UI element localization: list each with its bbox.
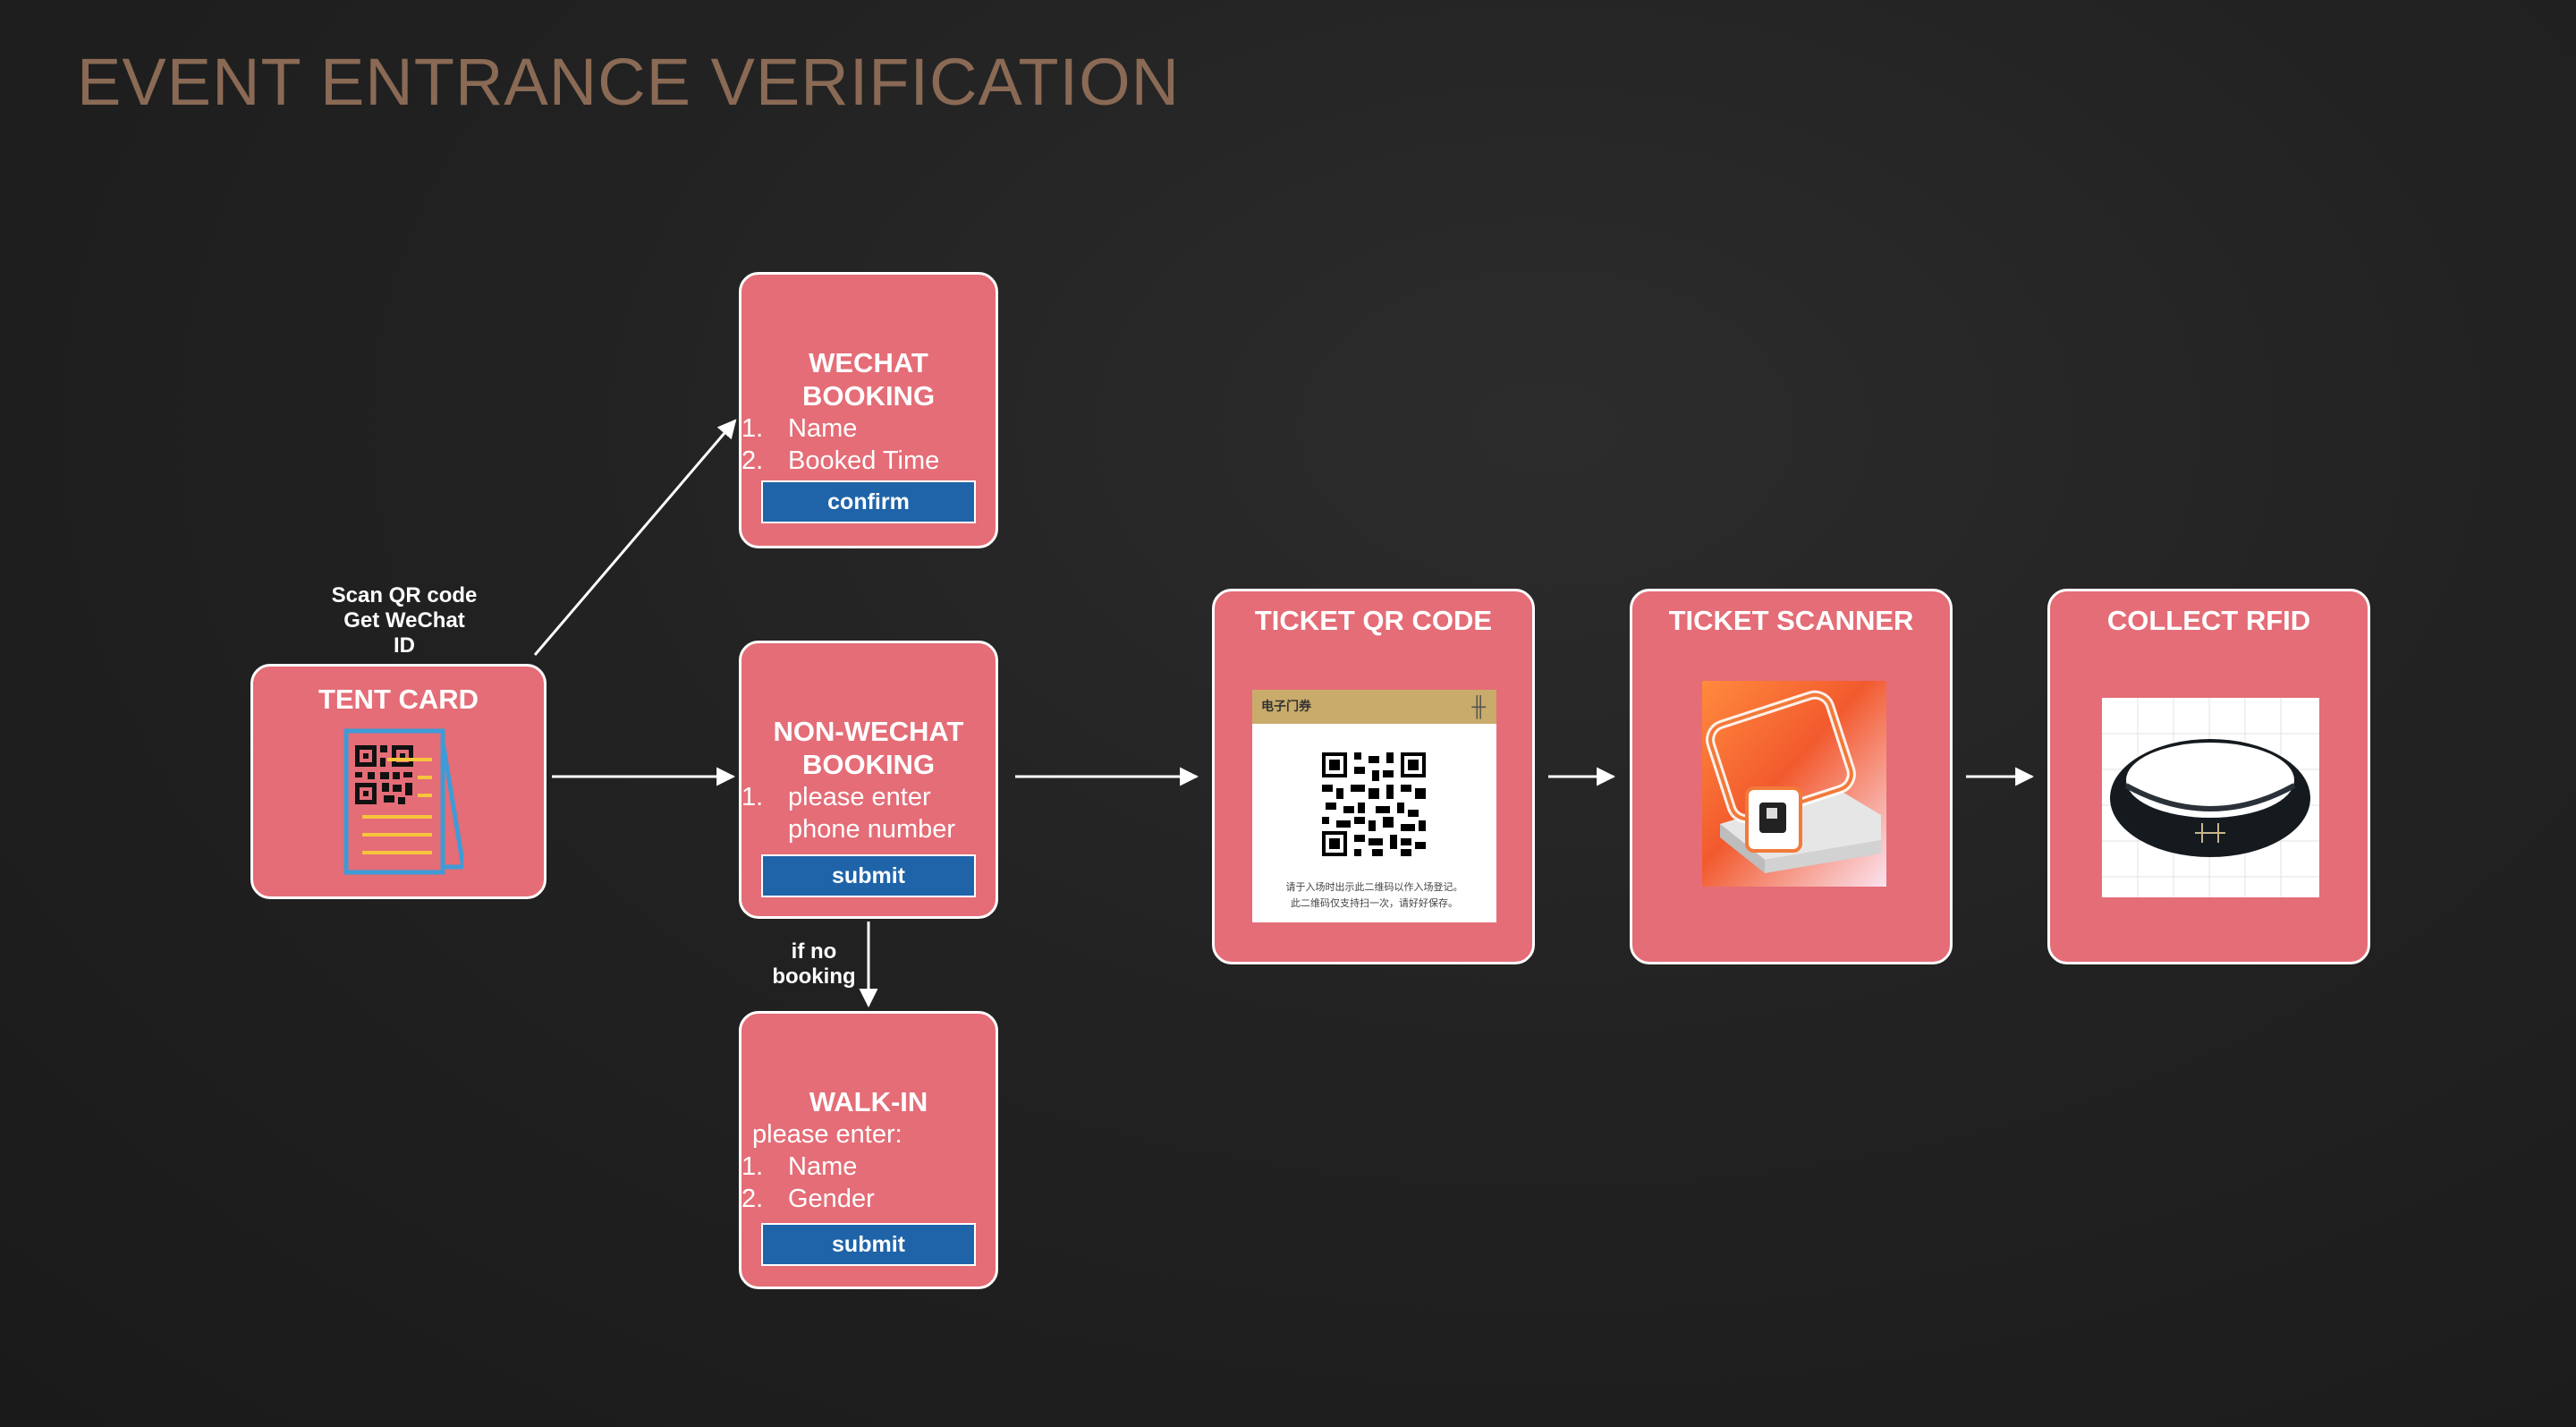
non-wechat-booking-title: NON-WECHAT BOOKING <box>773 716 964 780</box>
tent-card-title: TENT CARD <box>318 684 479 715</box>
arrow-tent-to-wechat <box>533 419 737 656</box>
barcode-scanner-icon <box>1702 681 1886 887</box>
wechat-booking-field-list: 1.Name 2.Booked Time <box>741 412 996 477</box>
collect-rfid-node: COLLECT RFID <box>2047 589 2370 964</box>
walk-in-intro: please enter: <box>752 1120 902 1149</box>
slide-title: EVENT ENTRANCE VERIFICATION <box>77 45 1181 119</box>
walk-in-submit-button[interactable]: submit <box>761 1223 976 1266</box>
rfid-image <box>2102 698 2319 897</box>
rfid-wristband-icon <box>2102 698 2319 897</box>
non-wechat-booking-node: NON-WECHAT BOOKING 1.please enter phone … <box>739 641 998 919</box>
qr-code-icon <box>1322 752 1426 856</box>
non-wechat-booking-field-list: 1.please enter phone number <box>741 781 996 845</box>
wechat-booking-title: WECHAT BOOKING <box>801 347 936 412</box>
e-ticket-header: 电子门券 ╫ <box>1252 690 1496 724</box>
list-item: 1.please enter phone number <box>741 783 956 844</box>
list-item: 1.Name <box>741 1152 858 1181</box>
ticket-qr-code-node: TICKET QR CODE 电子门券 ╫ <box>1212 589 1535 964</box>
ticket-logo-icon: ╫ <box>1471 695 1486 718</box>
walk-in-node: WALK-IN please enter: 1.Name 2.Gender su… <box>739 1011 998 1289</box>
ticket-scanner-node: TICKET SCANNER <box>1630 589 1953 964</box>
list-item: 2.Booked Time <box>741 446 940 475</box>
walk-in-field-list: 1.Name 2.Gender <box>741 1151 996 1215</box>
no-booking-annotation: if no booking <box>772 939 856 989</box>
ticket-scanner-title: TICKET SCANNER <box>1668 605 1914 636</box>
confirm-button[interactable]: confirm <box>761 480 976 523</box>
list-item: 2.Gender <box>741 1185 875 1213</box>
e-ticket-image: 电子门券 ╫ <box>1252 690 1496 922</box>
scan-qr-annotation: Scan QR code Get WeChat ID <box>331 583 478 658</box>
ticket-qr-code-title: TICKET QR CODE <box>1254 605 1493 636</box>
wechat-booking-node: WECHAT BOOKING 1.Name 2.Booked Time conf… <box>739 272 998 548</box>
e-ticket-caption: 请于入场时出示此二维码以作入场登记。 此二维码仅支持扫一次，请好好保存。 <box>1285 882 1463 909</box>
qr-tent-card-icon <box>343 728 463 875</box>
walk-in-title: WALK-IN <box>809 1086 928 1117</box>
submit-button[interactable]: submit <box>761 854 976 897</box>
tent-card-node[interactable]: TENT CARD <box>250 664 547 899</box>
list-item: 1.Name <box>741 414 858 443</box>
collect-rfid-title: COLLECT RFID <box>2106 605 2311 636</box>
